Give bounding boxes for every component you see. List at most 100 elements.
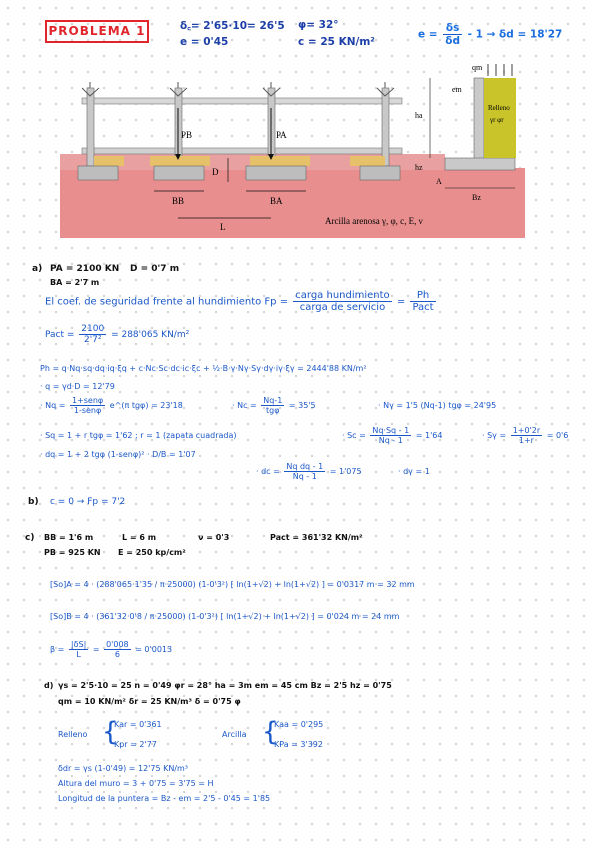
- ph-equation: Ph = q·Nq·sq·dq·iq·ξq + c·Nc·Sc·dc·ic·ξc…: [40, 364, 367, 373]
- sc-tail: = 1'64: [415, 431, 443, 440]
- soil-label: Arcilla arenosa γ, φ, c, E, ν: [325, 216, 423, 226]
- dq-line: · dq = 1 + 2 tgφ (1-senφ)² · D/B = 1'07: [40, 450, 196, 459]
- label-l: L: [220, 222, 226, 232]
- relleno-label: Relleno: [58, 730, 88, 739]
- phi-value: φ= 32°: [298, 19, 339, 31]
- e-value: e = 0'45: [180, 36, 229, 48]
- label-d: D: [212, 167, 219, 177]
- part-d-label: d): [44, 681, 54, 690]
- pact-num: 2100: [79, 324, 107, 335]
- beta-den: L: [76, 650, 81, 659]
- fs-num: carga hundimiento: [293, 290, 392, 302]
- load-arrowhead-a: [268, 154, 274, 160]
- sg-label: · Sγ =: [482, 431, 507, 440]
- part-c-pact: Pact = 361'32 KN/m²: [270, 533, 363, 542]
- nc-num: Nq-1: [261, 396, 285, 406]
- dc-den: Nq - 1: [292, 472, 317, 481]
- sq-line: · Sq = 1 + r tgφ = 1'62 ; r = 1 (zapata …: [40, 431, 237, 440]
- beta-mid: =: [92, 645, 100, 654]
- fill-hatch-1: [94, 156, 124, 166]
- brace-left: {: [102, 717, 119, 747]
- fill-hatch-3: [250, 156, 310, 166]
- column-head-3: [262, 82, 281, 97]
- brace-right: {: [262, 717, 279, 747]
- part-c-nu: ν = 0'3: [198, 533, 230, 542]
- fs-text: El coef. de seguridad frente al hundimie…: [45, 296, 289, 308]
- part-b-label: b): [28, 497, 39, 507]
- label-em: em: [452, 85, 463, 94]
- column-4: [381, 87, 390, 167]
- label-qm: qm: [472, 63, 483, 72]
- part-b-line: c = 0 → Fp = 7'2: [50, 497, 126, 507]
- relation-num: δs: [443, 22, 462, 35]
- kpr-value: Kpr = 2'77: [114, 740, 157, 749]
- wall-height-line: Altura del muro = 3 + 0'75 = 3'75 = H: [58, 779, 214, 788]
- settlement-b: [So]B = 4 · (361'32·0'8 / π·25000) (1-0'…: [50, 612, 400, 621]
- relation-label: e =: [418, 28, 438, 41]
- part-a-d: D = 0'7 m: [130, 264, 180, 274]
- wall-base: [444, 157, 516, 171]
- q-line: · q = γd·D = 12'79: [40, 382, 115, 391]
- nc-tail: = 35'5: [288, 401, 316, 410]
- load-arrowhead-b: [175, 154, 181, 160]
- beta-den-2: 6: [114, 650, 120, 659]
- ngamma-line: · Nγ = 1'5 (Nq-1) tgφ = 24'95: [378, 401, 497, 410]
- backfill: [484, 78, 516, 158]
- beta-fraction: |δS|L: [68, 640, 89, 659]
- part-a-ba: BA = 2'7 m: [50, 278, 100, 287]
- sg-tail: = 0'6: [546, 431, 569, 440]
- part-c-label: c): [25, 533, 35, 543]
- cohesion-value: c = 25 KN/m²: [298, 36, 375, 48]
- label-ha: ha: [415, 111, 423, 120]
- label-a: A: [436, 177, 442, 186]
- label-pa: PA: [276, 130, 287, 140]
- fill-label: Relleno: [488, 104, 510, 112]
- arcilla-label: Arcilla: [222, 730, 247, 739]
- fill-hatch-2: [150, 156, 210, 166]
- part-c-pb: PB = 925 KN: [44, 548, 101, 557]
- part-c-e: E = 250 kp/cm²: [118, 548, 186, 557]
- label-bb: BB: [172, 196, 184, 206]
- wall-stem: [473, 77, 485, 167]
- sc-den: Nq - 1: [378, 436, 403, 445]
- sg-num: 1+0'2r: [510, 426, 543, 436]
- column-head-1: [81, 82, 100, 97]
- nq-tail: e^(π tgφ) = 23'18: [109, 401, 183, 410]
- beta-num-2: 0'008: [104, 640, 131, 650]
- fill-hatch-4: [350, 156, 385, 166]
- relation-tail: - 1 → δd = 18'27: [467, 28, 563, 41]
- kar-value: Kar = 0'361: [114, 720, 162, 729]
- kpa-value: KPa = 3'392: [274, 740, 323, 749]
- label-hz: hz: [415, 163, 423, 172]
- sc-num: Nq·Sq - 1: [370, 426, 412, 436]
- toe-length-line: Longitud de la puntera = Bz - em = 2'5 -…: [58, 794, 271, 803]
- nq-den: 1-senφ: [73, 406, 102, 415]
- footing-1: [77, 165, 119, 181]
- sg-den: 1+r: [518, 436, 534, 445]
- part-a-pa: PA = 2100 KN: [50, 264, 120, 274]
- dgamma-line: · dγ = 1: [398, 467, 430, 476]
- beta-num: |δS|: [68, 640, 89, 650]
- dc-tail: = 1'075: [329, 467, 362, 476]
- part-c-l: L = 6 m: [122, 533, 157, 542]
- foundation-figure: PB PA D BB BA L Arcilla arenosa γ, φ, c,…: [60, 63, 525, 238]
- relation-den: δd: [445, 35, 460, 47]
- pact-den: 2'7²: [83, 335, 102, 345]
- ground-beam: [81, 147, 403, 155]
- fs-den: carga de servicio: [299, 302, 386, 313]
- kaa-value: Kaa = 0'295: [274, 720, 324, 729]
- beta-label: β =: [50, 645, 65, 654]
